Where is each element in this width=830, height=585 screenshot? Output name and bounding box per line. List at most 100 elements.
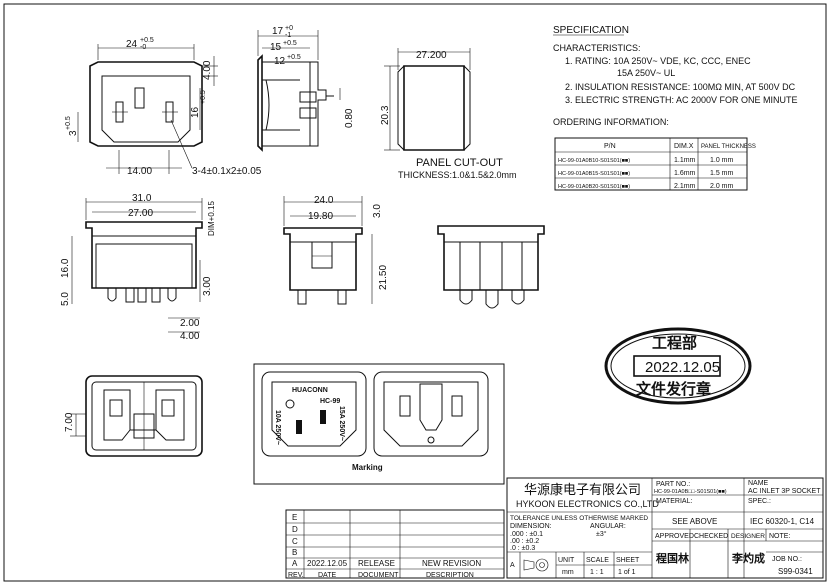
svg-text:+0.5: +0.5 bbox=[283, 40, 297, 47]
svg-text:+0.5: +0.5 bbox=[287, 54, 301, 61]
dim-dimx: DIM+0.15 bbox=[207, 201, 216, 236]
svg-text:+0.5: +0.5 bbox=[200, 90, 207, 104]
rev-header-doc: DOCUMENT bbox=[358, 572, 399, 579]
order-row-1-dim: 1.1mm bbox=[674, 157, 696, 164]
order-header-thick: PANEL THICKNESS bbox=[701, 144, 756, 150]
rev-header-rev: REV. bbox=[288, 572, 304, 579]
svg-text:-0: -0 bbox=[140, 44, 146, 51]
dim-21-50: 21.50 bbox=[378, 265, 389, 290]
view-panel-cutout: 27.200 20.3 PANEL CUT-OUT THICKNESS:1.0&… bbox=[380, 48, 517, 180]
view-side-top: 17 +0-1 15 +0.5 12 +0.5 0.80 bbox=[257, 25, 355, 152]
ordering-table: P/N DIM.X PANEL THICKNESS HC-99-01A0B10-… bbox=[554, 137, 756, 191]
spec-char-heading: CHARACTERISTICS: bbox=[553, 43, 641, 53]
dim-5: 5.0 bbox=[60, 292, 71, 306]
order-row-3-thick: 2.0 mm bbox=[710, 183, 734, 190]
rev-a-date: 2022.12.05 bbox=[307, 559, 348, 568]
stamp-bottom: 文件发行章 bbox=[636, 380, 711, 398]
spec-line-1: 1. RATING: 10A 250V~ VDE, KC, CCC, ENEC bbox=[565, 56, 751, 66]
order-row-1-thick: 1.0 mm bbox=[710, 157, 734, 164]
rev-b: B bbox=[292, 548, 297, 557]
stamp-top: 工程部 bbox=[652, 334, 697, 352]
rev-header-desc: DESCRIPTION bbox=[426, 572, 474, 579]
designer-label: DESIGNER bbox=[731, 533, 765, 540]
dim-16: 16 bbox=[190, 106, 201, 118]
job-label: JOB NO.: bbox=[772, 556, 802, 563]
angular-label: ANGULAR: bbox=[590, 523, 626, 530]
material-label: MATERIAL: bbox=[656, 498, 692, 505]
marking-area: HUACONN HC-99 10A 250V~ 15A 250V~ Markin… bbox=[253, 363, 505, 485]
view-bottom: 7.00 bbox=[64, 375, 203, 457]
approved-label: APPROVED bbox=[655, 533, 694, 540]
dim-16-0: 16.0 bbox=[60, 258, 71, 278]
marking-rating-1: 10A 250V~ bbox=[274, 410, 281, 445]
spec-line-3: 2. INSULATION RESISTANCE: 100MΩ MIN, AT … bbox=[565, 82, 796, 92]
rev-a-desc: NEW REVISION bbox=[422, 559, 481, 568]
material: SEE ABOVE bbox=[672, 517, 717, 526]
spec-line-2: 15A 250V~ UL bbox=[617, 68, 675, 78]
marking-model: HC-99 bbox=[320, 398, 340, 405]
part-no-label: PART NO.: bbox=[656, 481, 690, 488]
ordering-heading: ORDERING INFORMATION: bbox=[553, 117, 669, 127]
order-row-3-dim: 2.1mm bbox=[674, 183, 696, 190]
svg-text:+0: +0 bbox=[285, 25, 293, 32]
part-name: AC INLET 3P SOCKET bbox=[748, 488, 821, 495]
specification-block: SPECIFICATION CHARACTERISTICS: 1. RATING… bbox=[553, 25, 798, 127]
order-header-pn: P/N bbox=[604, 143, 616, 150]
projection-a: A bbox=[510, 562, 515, 569]
dim-14: 14.00 bbox=[127, 166, 152, 177]
dim-3-0: 3.0 bbox=[372, 204, 383, 218]
dim-4-00: 4.00 bbox=[180, 331, 200, 342]
spec-line-4: 3. ELECTRIC STRENGTH: AC 2000V FOR ONE M… bbox=[565, 95, 798, 105]
marking-label: Marking bbox=[352, 463, 383, 472]
dim-3: 3 bbox=[68, 130, 79, 136]
dim-12: 12 bbox=[274, 56, 286, 67]
angular-value: ±3° bbox=[596, 530, 607, 538]
dim-17: 17 bbox=[272, 26, 284, 37]
title-block: 华源康电子有限公司 HYKOON ELECTRONICS CO.,LTD PAR… bbox=[506, 477, 824, 579]
spec-heading: SPECIFICATION bbox=[553, 25, 629, 36]
dim-27: 27.00 bbox=[128, 208, 153, 219]
marking-rating-2: 15A 250V~ bbox=[338, 406, 345, 441]
spec-label: SPEC.: bbox=[748, 498, 771, 505]
designer-signature: 李灼成 bbox=[731, 551, 765, 565]
tol-3: .0 : ±0.3 bbox=[510, 545, 535, 552]
dim-2-00: 2.00 bbox=[180, 318, 200, 329]
stamp-date: 2022.12.05 bbox=[645, 359, 720, 376]
scale-label: SCALE bbox=[586, 557, 609, 564]
part-no: HC-99-01A0B□□-S01S01(■■) bbox=[654, 489, 727, 495]
name-label: NAME bbox=[748, 480, 769, 487]
svg-text:+0.5: +0.5 bbox=[65, 116, 72, 130]
spec-value: IEC 60320-1, C14 bbox=[750, 517, 815, 526]
panel-cutout-title: PANEL CUT-OUT bbox=[416, 157, 503, 169]
rev-e: E bbox=[292, 513, 297, 522]
order-row-2-dim: 1.6mm bbox=[674, 170, 696, 177]
checked-label: CHECKED bbox=[694, 533, 728, 540]
tol-2: .00 : ±0.2 bbox=[510, 538, 539, 545]
rev-c: C bbox=[292, 537, 298, 546]
panel-thickness: THICKNESS:1.0&1.5&2.0mm bbox=[398, 170, 517, 180]
dimension-label: DIMENSION: bbox=[510, 523, 552, 530]
release-stamp: 工程部 2022.12.05 文件发行章 bbox=[604, 327, 752, 405]
dim-7-00: 7.00 bbox=[64, 412, 75, 432]
view-top-middle: 31.0 27.00 DIM+0.15 16.0 5.0 3.00 2.00 4… bbox=[60, 193, 216, 342]
svg-text:-1: -1 bbox=[285, 32, 291, 39]
unit-value: mm bbox=[562, 569, 574, 576]
approved-signature: 程国林 bbox=[656, 551, 689, 565]
dim-4: 4.00 bbox=[202, 60, 213, 80]
revision-table: E D C B A 2022.12.05 RELEASE NEW REVISIO… bbox=[285, 509, 505, 579]
view-side-middle: 24.0 19.80 3.0 21.50 bbox=[283, 195, 389, 305]
rev-a-doc: RELEASE bbox=[358, 559, 395, 568]
scale-value: 1 : 1 bbox=[590, 569, 604, 576]
unit-label: UNIT bbox=[558, 557, 575, 564]
order-row-3-pn: HC-99-01A0B20-S01S01(■■) bbox=[558, 184, 630, 190]
note-label: NOTE: bbox=[769, 533, 790, 540]
dim-19-80: 19.80 bbox=[308, 211, 333, 222]
company-cn: 华源康电子有限公司 bbox=[524, 482, 641, 497]
order-row-1-pn: HC-99-01A0B10-S01S01(■■) bbox=[558, 158, 630, 164]
dim-24-0: 24.0 bbox=[314, 195, 334, 206]
rev-d: D bbox=[292, 525, 298, 534]
order-header-dimx: DIM.X bbox=[674, 143, 694, 150]
sheet-value: 1 of 1 bbox=[618, 569, 636, 576]
view-end-middle bbox=[437, 225, 545, 309]
